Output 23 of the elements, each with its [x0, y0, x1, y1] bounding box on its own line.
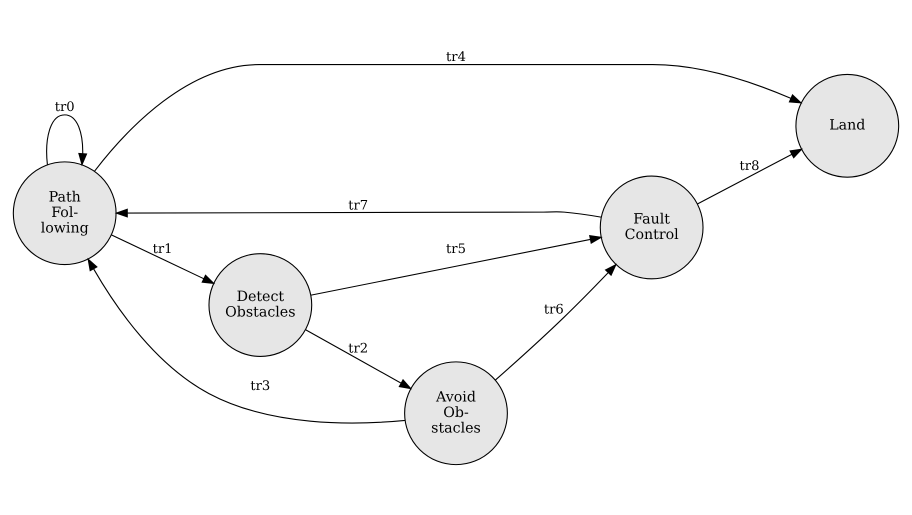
arrow: [111, 234, 216, 284]
arrow: [94, 64, 802, 172]
edge-label: tr6: [544, 302, 564, 318]
node-circle: Detect Obstacles: [208, 253, 312, 357]
edge-label: tr8: [740, 159, 760, 174]
arrow: [306, 329, 412, 390]
edge-label: tr4: [446, 50, 466, 65]
node-circle: Land: [795, 74, 900, 178]
arrow: [46, 114, 88, 166]
edge-label: tr7: [348, 198, 368, 214]
arrow: [311, 235, 603, 296]
node-circle: Path Fol- lowing: [12, 161, 117, 266]
edge-label: tr1: [152, 242, 172, 258]
arrow: [697, 148, 804, 204]
arrow: [495, 263, 617, 380]
edge-label: tr3: [250, 378, 270, 394]
node-circle: Avoid Ob- stacles: [404, 361, 508, 466]
arrow: [114, 208, 602, 218]
arrow: [87, 258, 406, 424]
edge-label: tr5: [446, 242, 466, 258]
edge-label: tr0: [54, 100, 75, 116]
edge-label: tr2: [348, 342, 368, 357]
node-circle: Fault Control: [600, 176, 704, 280]
